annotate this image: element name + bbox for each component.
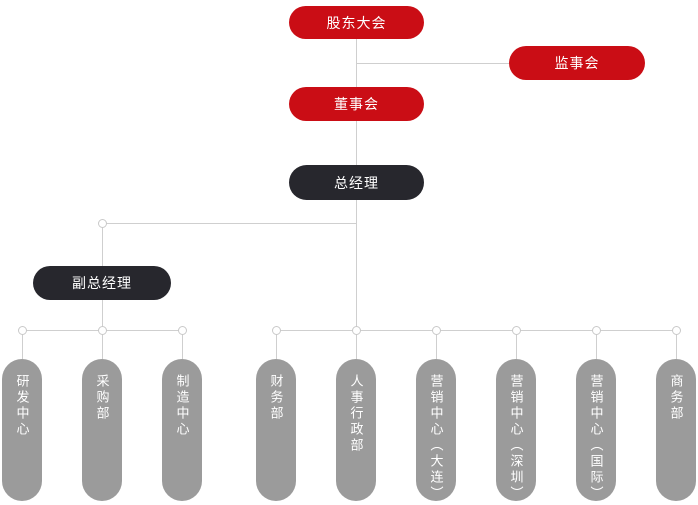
org-node-shareholders-meeting: 股东大会: [289, 6, 424, 39]
connector-line: [676, 330, 677, 359]
org-node-finance-dept: 财务部: [256, 359, 296, 501]
connector-line: [102, 330, 103, 359]
connector-line: [356, 200, 357, 330]
connector-junction-dot: [98, 326, 107, 335]
org-node-business-dept: 商务部: [656, 359, 696, 501]
org-node-general-manager: 总经理: [289, 165, 424, 200]
connector-line: [436, 330, 437, 359]
connector-line: [596, 330, 597, 359]
connector-line: [276, 330, 277, 359]
connector-line: [516, 330, 517, 359]
org-node-marketing-center-dalian: 营销中心（大连）: [416, 359, 456, 502]
connector-junction-dot: [432, 326, 441, 335]
connector-junction-dot: [98, 219, 107, 228]
org-node-marketing-center-shenzhen: 营销中心（深圳）: [496, 359, 536, 502]
connector-junction-dot: [592, 326, 601, 335]
connector-line: [22, 330, 23, 359]
org-node-board-of-directors: 董事会: [289, 87, 424, 121]
connector-line: [102, 223, 356, 224]
org-node-purchasing-dept: 采购部: [82, 359, 122, 501]
connector-line: [356, 63, 509, 64]
connector-junction-dot: [178, 326, 187, 335]
connector-junction-dot: [352, 326, 361, 335]
connector-junction-dot: [272, 326, 281, 335]
org-node-rd-center: 研发中心: [2, 359, 42, 501]
org-node-supervisory-board: 监事会: [509, 46, 645, 80]
org-node-manufacturing-center: 制造中心: [162, 359, 202, 501]
connector-line: [102, 300, 103, 330]
connector-line: [356, 330, 357, 359]
connector-junction-dot: [672, 326, 681, 335]
org-node-hr-admin-dept: 人事行政部: [336, 359, 376, 501]
connector-line: [102, 223, 103, 266]
connector-line: [276, 330, 676, 331]
connector-junction-dot: [18, 326, 27, 335]
connector-line: [182, 330, 183, 359]
connector-line: [356, 121, 357, 165]
connector-junction-dot: [512, 326, 521, 335]
org-node-marketing-center-international: 营销中心（国际）: [576, 359, 616, 502]
org-node-deputy-general-manager: 副总经理: [33, 266, 171, 300]
